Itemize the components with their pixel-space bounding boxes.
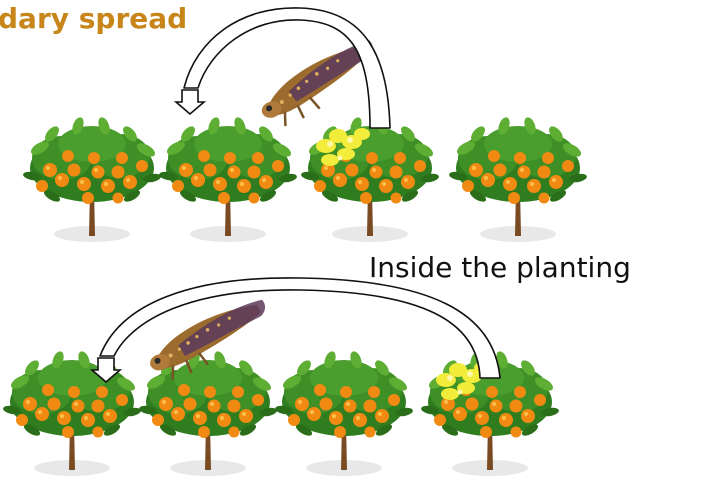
tree-row1-3-infected: [300, 116, 439, 242]
tree-row2-1: [2, 350, 141, 476]
tree-row1-1: [22, 116, 161, 242]
tree-row1-2: [158, 116, 297, 242]
inside-planting-row: [2, 278, 559, 476]
secondary-spread-row: [22, 8, 587, 242]
tree-row2-3: [274, 350, 413, 476]
tree-row1-4: [448, 116, 587, 242]
